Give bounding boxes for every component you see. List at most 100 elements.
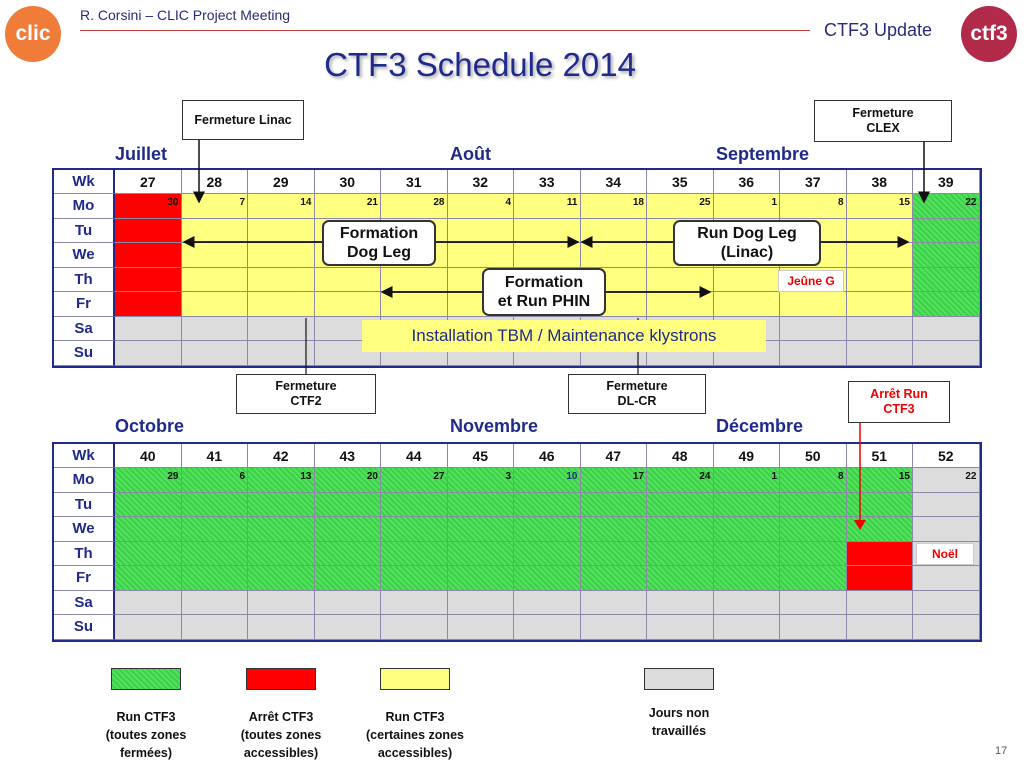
day-cell <box>115 316 182 341</box>
ctf3-logo: ctf3 <box>961 6 1017 62</box>
day-cell: 22 <box>913 468 980 493</box>
day-cell <box>115 492 182 517</box>
legend-label-yellow: Run CTF3 (certaines zones accessibles) <box>366 710 464 760</box>
week-number: 47 <box>580 444 647 468</box>
monday-date: 29 <box>167 471 179 482</box>
day-cell <box>580 492 647 517</box>
day-cell <box>780 566 847 591</box>
day-cell <box>447 492 514 517</box>
page-number: 17 <box>995 745 1008 757</box>
legend-swatch-green <box>111 668 181 690</box>
day-cell <box>713 615 780 640</box>
week-number: 43 <box>314 444 381 468</box>
wk-header-label: Wk <box>54 170 115 194</box>
day-cell <box>115 615 182 640</box>
day-cell <box>248 243 315 268</box>
day-cell <box>713 492 780 517</box>
week-number: 49 <box>713 444 780 468</box>
day-cell <box>580 517 647 542</box>
day-cell: 1 <box>713 468 780 493</box>
header-section: CTF3 Update <box>824 20 933 40</box>
day-cell <box>447 615 514 640</box>
day-cell: 14 <box>248 194 315 219</box>
monday-date: 7 <box>239 197 245 208</box>
day-cell: 1 <box>713 194 780 219</box>
header-divider <box>80 30 810 31</box>
day-cell <box>314 615 381 640</box>
day-cell: 11 <box>514 194 581 219</box>
day-cell <box>846 492 913 517</box>
legend-label-red: Arrêt CTF3 (toutes zones accessibles) <box>240 710 322 760</box>
day-cell <box>913 492 980 517</box>
day-cell <box>514 492 581 517</box>
clic-logo: clic <box>5 6 61 62</box>
day-cell <box>381 615 448 640</box>
day-cell <box>248 492 315 517</box>
day-cell: 13 <box>248 468 315 493</box>
day-cell <box>248 341 315 366</box>
monday-date: 14 <box>300 197 312 208</box>
day-cell <box>580 541 647 566</box>
monday-date: 6 <box>239 471 245 482</box>
day-cell <box>248 267 315 292</box>
day-cell <box>780 590 847 615</box>
day-cell <box>248 566 315 591</box>
monday-date: 28 <box>433 197 445 208</box>
day-cell <box>780 615 847 640</box>
day-cell <box>115 292 182 317</box>
month-aout: Août <box>450 144 491 164</box>
day-cell: 4 <box>447 194 514 219</box>
day-cell <box>115 566 182 591</box>
week-number: 42 <box>248 444 315 468</box>
day-cell <box>913 341 980 366</box>
day-cell <box>181 566 248 591</box>
day-cell <box>780 517 847 542</box>
day-cell <box>248 292 315 317</box>
day-label: Mo <box>54 468 115 493</box>
week-number: 27 <box>115 170 182 194</box>
day-cell <box>647 517 714 542</box>
day-cell <box>115 243 182 268</box>
day-cell <box>314 267 381 292</box>
day-cell <box>181 243 248 268</box>
day-label: Sa <box>54 590 115 615</box>
day-cell <box>913 243 980 268</box>
day-label: We <box>54 517 115 542</box>
day-cell <box>514 541 581 566</box>
arret-arrow-head <box>854 520 866 530</box>
day-cell: 18 <box>580 194 647 219</box>
day-cell <box>181 267 248 292</box>
monday-date: 15 <box>898 471 910 482</box>
day-cell <box>514 590 581 615</box>
week-number: 52 <box>913 444 980 468</box>
day-cell <box>248 615 315 640</box>
day-cell: 28 <box>381 194 448 219</box>
monday-date: 30 <box>167 197 179 208</box>
week-number: 34 <box>580 170 647 194</box>
day-cell <box>913 517 980 542</box>
monday-date: 15 <box>898 197 910 208</box>
monday-date: 1 <box>771 197 777 208</box>
day-cell <box>447 243 514 268</box>
day-cell <box>181 541 248 566</box>
day-cell <box>181 316 248 341</box>
day-cell <box>115 218 182 243</box>
week-number: 40 <box>115 444 182 468</box>
day-cell: 8 <box>780 194 847 219</box>
day-cell <box>181 292 248 317</box>
day-cell <box>913 615 980 640</box>
fermeture-clex-box: Fermeture CLEX <box>814 100 952 142</box>
day-cell: 8 <box>780 468 847 493</box>
day-cell <box>580 566 647 591</box>
formation-dogleg-box: Formation Dog Leg <box>322 220 436 266</box>
day-cell <box>780 492 847 517</box>
monday-date: 21 <box>366 197 378 208</box>
month-juillet: Juillet <box>115 144 168 164</box>
day-cell <box>713 517 780 542</box>
day-cell <box>846 316 913 341</box>
monday-date: 1 <box>771 471 777 482</box>
day-cell <box>381 566 448 591</box>
day-cell <box>314 566 381 591</box>
day-cell: 15 <box>846 194 913 219</box>
